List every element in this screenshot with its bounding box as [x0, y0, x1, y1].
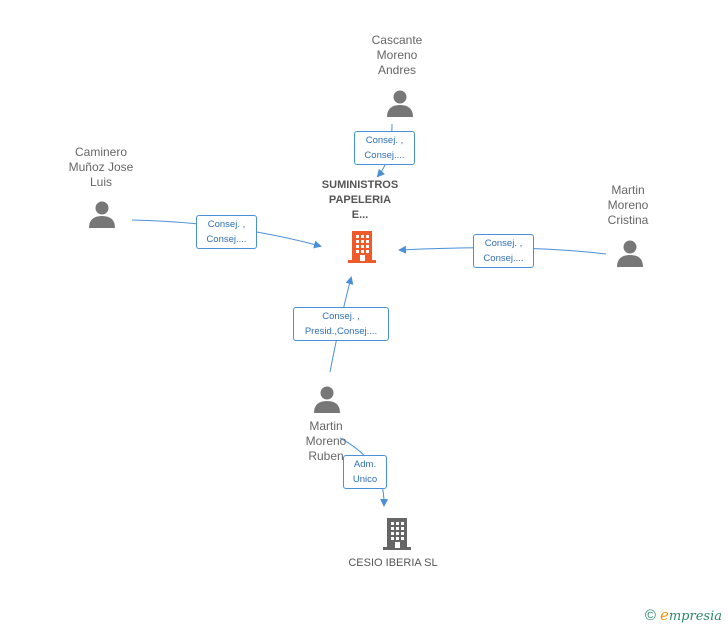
- edge-role-line: Consej. ,: [484, 238, 523, 249]
- edge-label-ruben-cesio[interactable]: Adm. Unico: [343, 455, 387, 489]
- company-name-main[interactable]: SUMINISTROS PAPELERIA E...: [300, 178, 420, 223]
- edge-role-line: Consej. ,: [365, 135, 404, 146]
- building-icon-main[interactable]: [346, 229, 378, 263]
- building-icon-cesio[interactable]: [381, 516, 413, 550]
- brand-e: e: [659, 606, 669, 624]
- edge-label-cascante[interactable]: Consej. , Consej....: [354, 131, 415, 165]
- person-name-martin-cristina[interactable]: Martin Moreno Cristina: [607, 183, 649, 227]
- company-name-line: SUMINISTROS: [321, 179, 399, 191]
- edge-role-line: Consej. ,: [322, 311, 360, 322]
- edge-role-line: Consej. ,: [207, 219, 246, 230]
- edge-role-line: Consej....: [206, 234, 247, 245]
- edge-role-line: Adm.: [353, 459, 377, 470]
- person-name-caminero[interactable]: Caminero Muñoz Jose Luis: [68, 145, 134, 189]
- edge-label-caminero[interactable]: Consej. , Consej....: [196, 215, 257, 249]
- person-icon[interactable]: [386, 89, 414, 117]
- edge-label-martin-ruben[interactable]: Consej. , Presid.,Consej....: [293, 307, 389, 341]
- company-name-line: PAPELERIA: [328, 194, 392, 206]
- edge-label-martin-cristina[interactable]: Consej. , Consej....: [473, 234, 534, 268]
- edge-role-line: Consej....: [483, 253, 524, 264]
- copyright-symbol: ©: [644, 607, 656, 624]
- person-icon[interactable]: [313, 385, 341, 413]
- person-name-cascante[interactable]: Cascante Moreno Andres: [371, 33, 423, 77]
- brand-text: mpresia: [668, 609, 722, 624]
- person-name-martin-ruben[interactable]: Martin Moreno Ruben: [305, 419, 347, 463]
- person-icon[interactable]: [616, 239, 644, 267]
- edge-role-line: Unico: [352, 474, 378, 485]
- company-name-line: E...: [351, 209, 369, 221]
- edge-role-line: Presid.,Consej....: [304, 326, 378, 337]
- edge-role-line: Consej....: [364, 150, 405, 161]
- empresia-logo[interactable]: ©empresia: [645, 606, 722, 624]
- company-name-cesio[interactable]: CESIO IBERIA SL: [348, 557, 438, 569]
- person-icon[interactable]: [88, 200, 116, 228]
